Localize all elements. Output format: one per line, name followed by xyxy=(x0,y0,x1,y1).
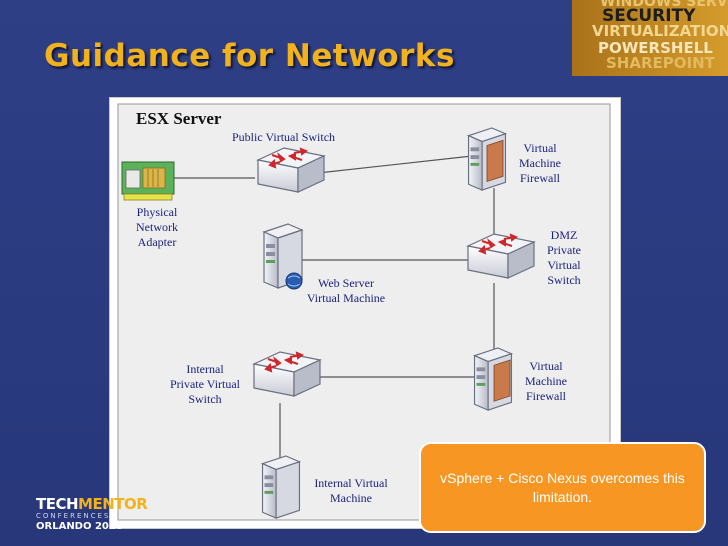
logo-part-tech: TECH xyxy=(36,495,79,513)
internal-vm-label: Internal Virtual Machine xyxy=(314,476,388,505)
network-adapter-icon xyxy=(121,161,175,201)
logo-part-mentor: MENTOR xyxy=(78,495,148,513)
public-switch-label: Public Virtual Switch xyxy=(232,130,336,144)
callout-box: vSphere + Cisco Nexus overcomes this lim… xyxy=(419,442,706,533)
network-diagram xyxy=(109,97,621,529)
web-server-label: Web Server Virtual Machine xyxy=(306,276,386,305)
logo-location: ORLANDO 2010 xyxy=(36,521,123,532)
callout-text: vSphere + Cisco Nexus overcomes this lim… xyxy=(440,469,685,505)
firewall-brick-icon xyxy=(486,139,504,183)
topic-virtualization: VIRTUALIZATION xyxy=(592,22,728,40)
internal-vm-icon xyxy=(261,455,301,519)
topic-banner: WINDOWS SERVERS SECURITY VIRTUALIZATION … xyxy=(572,0,728,76)
vm-firewall-bottom-label: Virtual Machine Firewall xyxy=(525,359,567,403)
conference-logo: TECHMENTOR CONFERENCES ORLANDO 2010 xyxy=(36,495,148,533)
globe-icon xyxy=(285,272,303,290)
logo-subtitle: CONFERENCES xyxy=(36,512,111,520)
physical-adapter-label: Physical Network Adapter xyxy=(136,205,178,249)
firewall-brick-icon xyxy=(493,359,511,402)
esx-server-label: ESX Server xyxy=(136,109,222,128)
vm-firewall-top-label: Virtual Machine Firewall xyxy=(519,141,561,185)
topic-sharepoint: SHAREPOINT xyxy=(606,54,715,72)
topic-security: SECURITY xyxy=(602,6,696,26)
dmz-switch-label: DMZ Private Virtual Switch xyxy=(547,228,581,287)
internal-switch-label: Internal Private Virtual Switch xyxy=(169,362,241,406)
topic-windows-servers: WINDOWS SERVERS xyxy=(600,0,728,10)
slide-title: Guidance for Networks xyxy=(44,38,455,74)
topic-powershell: POWERSHELL xyxy=(598,39,713,57)
